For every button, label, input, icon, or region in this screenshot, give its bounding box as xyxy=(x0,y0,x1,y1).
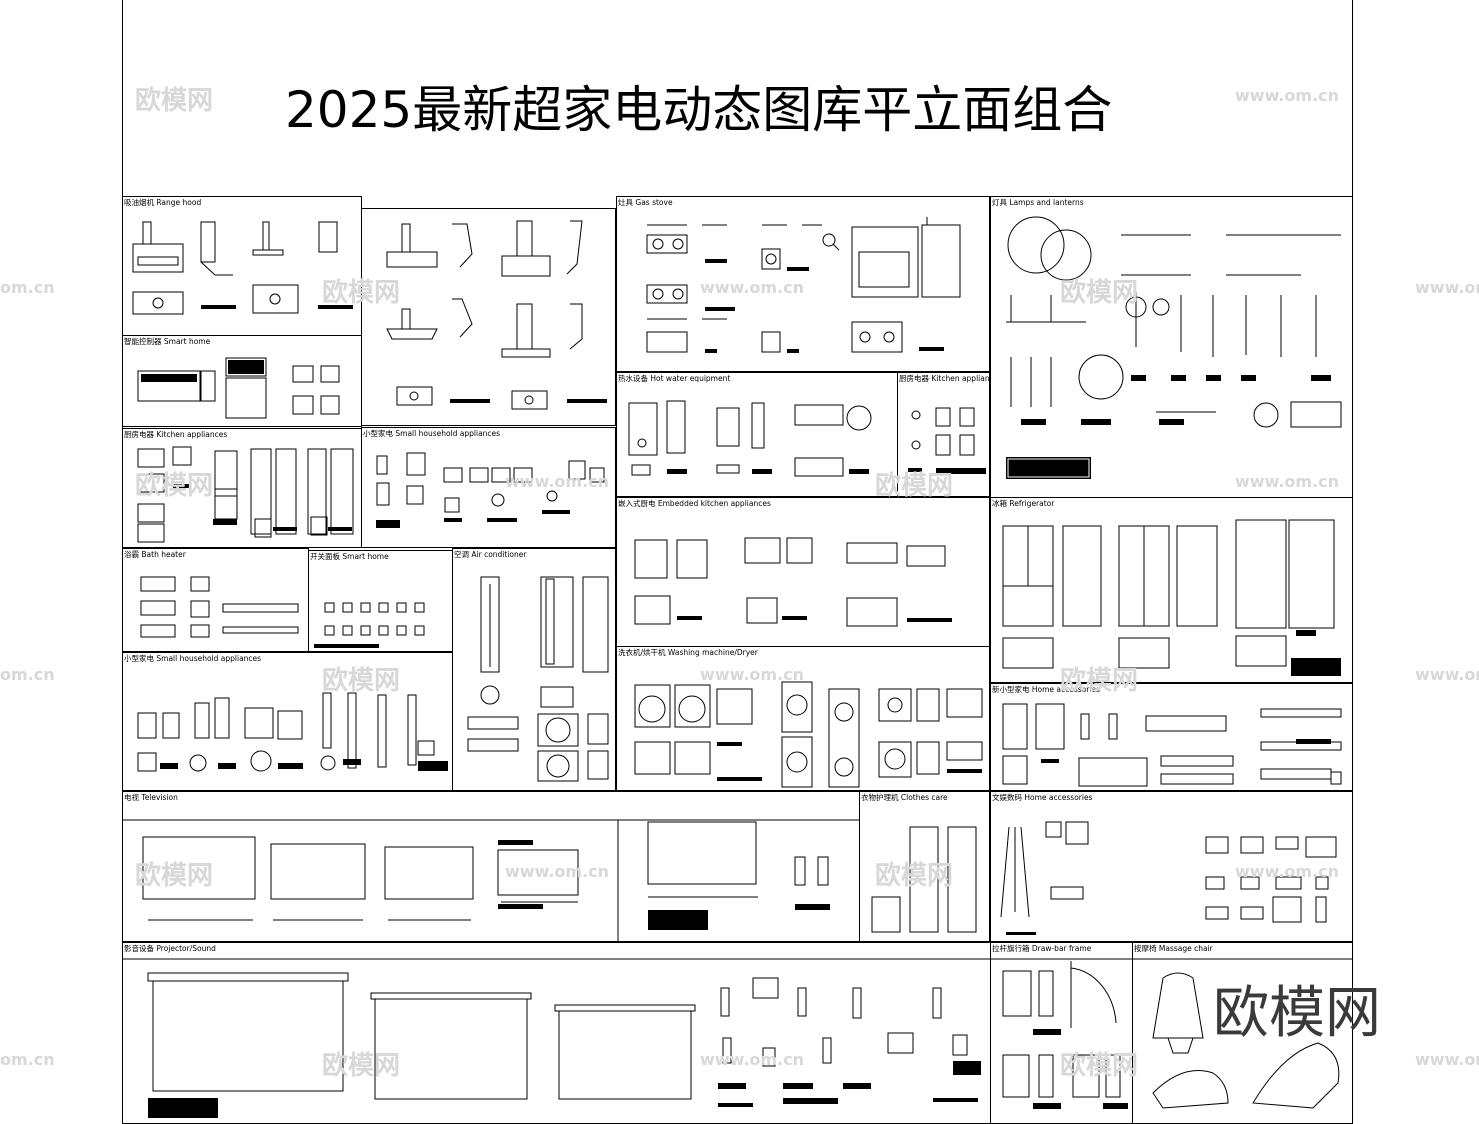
panel-gas-stove: 灶具 Gas stove xyxy=(616,196,990,372)
caption-range-hood: 吸油烟机 Range hood xyxy=(124,198,202,207)
home-accessories-drawings xyxy=(1002,703,1342,787)
caption-washing: 洗衣机/烘干机 Washing machine/Dryer xyxy=(618,648,758,657)
panel-home-accessories-1: 新小型家电 Home accessories xyxy=(990,683,1353,791)
embedded-kitchen-drawings xyxy=(634,537,952,627)
panel-air-conditioner: 空调 Air conditioner xyxy=(452,548,616,791)
panel-home-accessories-2: 文娱数码 Home accessories xyxy=(990,791,1353,942)
caption-embedded-kitchen: 嵌入式厨电 Embedded kitchen appliances xyxy=(618,499,771,508)
range-hood-drawings-2 xyxy=(386,220,607,410)
kitchen-drawings-2 xyxy=(908,407,986,474)
small-household-drawings xyxy=(376,452,605,528)
panel-drawbar: 拉杆旗行箱 Draw-bar frame xyxy=(990,942,1133,1124)
bath-heater-drawings xyxy=(140,576,299,638)
caption-television: 电视 Television xyxy=(124,793,178,802)
watermark-url-right: www.om.cn xyxy=(1415,278,1479,297)
caption-air-conditioner: 空调 Air conditioner xyxy=(454,550,527,559)
panel-embedded-kitchen: 嵌入式厨电 Embedded kitchen appliances xyxy=(616,497,990,647)
gas-stove-drawings xyxy=(646,217,961,353)
panel-television: 电视 Television xyxy=(122,791,860,942)
panel-range-hood: 吸油烟机 Range hood xyxy=(122,196,362,336)
panel-massage: 按摩椅 Massage chair xyxy=(1132,942,1353,1124)
caption-projector: 影音设备 Projector/Sound xyxy=(124,944,216,953)
smart-home-drawings xyxy=(137,357,340,419)
caption-small-household-2: 小型家电 Small household appliances xyxy=(124,654,262,663)
range-hood-drawings xyxy=(132,221,353,315)
watermark-url-left: om.cn xyxy=(0,1050,55,1069)
panel-smart-home-2: 开关面板 Smart home xyxy=(308,550,453,652)
watermark-url-left: om.cn xyxy=(0,665,55,684)
caption-kitchen-2: 厨房电器 Kitchen appliances xyxy=(899,374,990,383)
lamp-drawings xyxy=(1006,216,1342,479)
panel-range-hood-2 xyxy=(361,208,616,426)
panel-projector: 影音设备 Projector/Sound xyxy=(122,942,991,1124)
air-conditioner-drawings xyxy=(467,576,609,782)
projector-drawings xyxy=(123,958,990,1118)
watermark-url-right: www.om.cn xyxy=(1415,1050,1479,1069)
panel-lamps: 灯具 Lamps and lanterns xyxy=(990,196,1353,498)
panel-small-household-1: 小型家电 Small household appliances xyxy=(361,427,616,548)
caption-smart-home-1: 智能控制器 Smart home xyxy=(124,337,211,346)
caption-bath-heater: 浴霸 Bath heater xyxy=(124,550,186,559)
washing-machine-drawings xyxy=(634,681,983,788)
panel-bath-heater: 浴霸 Bath heater xyxy=(122,548,309,652)
watermark-url-left: om.cn xyxy=(0,278,55,297)
caption-smart-home-2: 开关面板 Smart home xyxy=(310,552,389,561)
caption-kitchen-1: 厨房电器 Kitchen appliances xyxy=(124,430,228,439)
caption-drawbar: 拉杆旗行箱 Draw-bar frame xyxy=(992,944,1092,953)
page-title: 2025最新超家电动态图库平立面组合 xyxy=(285,81,1113,139)
panel-washing: 洗衣机/烘干机 Washing machine/Dryer xyxy=(616,646,990,791)
caption-home-accessories-1: 新小型家电 Home accessories xyxy=(992,685,1100,694)
brand-watermark: 欧模网 xyxy=(1213,981,1381,1046)
clothes-care-drawings xyxy=(871,826,977,933)
hot-water-drawings xyxy=(628,400,872,477)
refrigerator-drawings xyxy=(1002,519,1341,676)
caption-clothes-care: 衣物护理机 Clothes care xyxy=(861,793,948,802)
kitchen-drawings xyxy=(137,446,354,543)
panel-hot-water: 热水设备 Hot water equipment xyxy=(616,372,898,497)
caption-home-accessories-2: 文娱数码 Home accessories xyxy=(992,793,1093,802)
caption-massage: 按摩椅 Massage chair xyxy=(1134,944,1213,953)
caption-hot-water: 热水设备 Hot water equipment xyxy=(618,374,731,383)
panel-kitchen-2: 厨房电器 Kitchen appliances xyxy=(897,372,990,497)
panel-kitchen-1: 厨房电器 Kitchen appliances xyxy=(122,428,362,548)
watermark-url-right: www.om.cn xyxy=(1415,665,1479,684)
massage-chair-drawings xyxy=(1133,958,1352,1109)
caption-lamps: 灯具 Lamps and lanterns xyxy=(992,198,1084,207)
caption-refrigerator: 冰箱 Refrigerator xyxy=(992,499,1055,508)
switch-panel-drawings xyxy=(314,602,425,648)
panel-small-household-2: 小型家电 Small household appliances xyxy=(122,652,453,791)
caption-gas-stove: 灶具 Gas stove xyxy=(618,198,673,207)
home-accessories-drawings-2 xyxy=(1000,821,1337,935)
television-drawings xyxy=(123,819,859,941)
drawbar-drawings xyxy=(991,958,1132,1109)
panel-smart-home-1: 智能控制器 Smart home xyxy=(122,335,362,427)
panel-refrigerator: 冰箱 Refrigerator xyxy=(990,497,1353,683)
small-household-drawings-2 xyxy=(137,692,448,772)
caption-small-household-1: 小型家电 Small household appliances xyxy=(363,429,501,438)
panel-clothes-care: 衣物护理机 Clothes care xyxy=(859,791,990,942)
